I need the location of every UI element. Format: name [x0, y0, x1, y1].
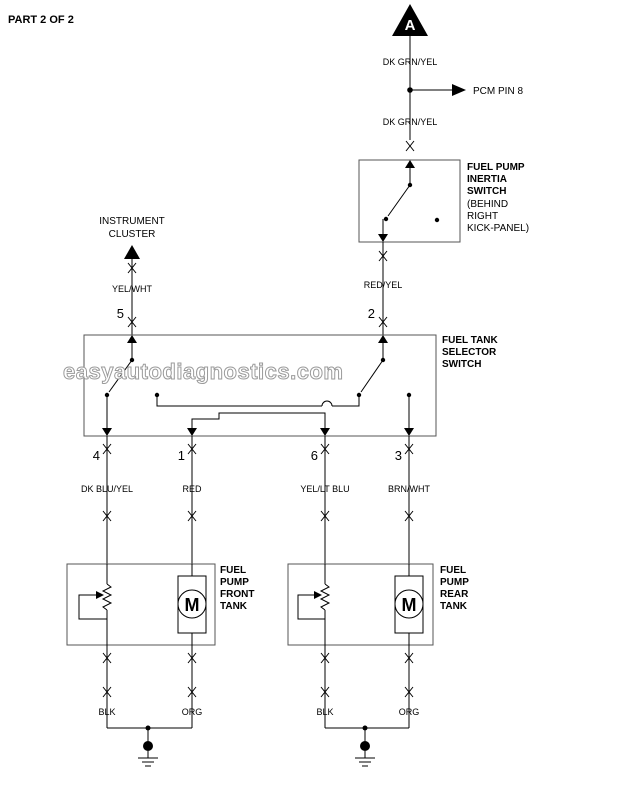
instrument-cluster-label: INSTRUMENT CLUSTER — [99, 216, 165, 240]
front-pump-box — [66, 563, 216, 646]
watermark: easyautodiagnostics.com — [63, 359, 343, 384]
pin-4: 4 — [93, 448, 100, 463]
rear-sender-potentiometer-icon — [297, 564, 331, 645]
svg-text:FUEL TANK: FUEL TANK — [442, 335, 499, 346]
rear-ground-wiring — [320, 645, 414, 767]
page-label: PART 2 OF 2 — [8, 14, 74, 26]
wire-label-dk-blu-yel: DK BLU/YEL — [81, 484, 133, 494]
wire-pin-6 — [320, 436, 330, 564]
pin-3: 3 — [395, 448, 402, 463]
wire-pin-4 — [102, 436, 112, 564]
svg-text:INERTIA: INERTIA — [467, 174, 507, 185]
svg-text:TANK: TANK — [220, 601, 248, 612]
instrument-cluster-arrow — [124, 245, 140, 259]
inertia-switch-arrow-bottom — [378, 234, 388, 242]
svg-text:SWITCH: SWITCH — [442, 359, 481, 370]
svg-text:CLUSTER: CLUSTER — [109, 229, 156, 240]
rear-pump-box — [287, 563, 434, 646]
pcm-arrow — [452, 84, 466, 96]
rear-pump-motor-icon: M — [394, 564, 424, 645]
svg-text:FUEL PUMP: FUEL PUMP — [467, 162, 525, 173]
rear-pump-label: FUEL PUMP REAR TANK — [440, 565, 469, 612]
wire-pin-1 — [187, 436, 197, 564]
svg-text:M: M — [402, 595, 417, 615]
wire-label-red: RED — [182, 484, 202, 494]
svg-text:FUEL: FUEL — [220, 565, 246, 576]
svg-text:KICK-PANEL): KICK-PANEL) — [467, 223, 529, 234]
wire-label-dk-grn-yel-top: DK GRN/YEL — [383, 57, 438, 67]
wire-label-org-front: ORG — [182, 707, 203, 717]
svg-text:REAR: REAR — [440, 589, 469, 600]
connector-a-label: A — [405, 17, 416, 34]
svg-text:INSTRUMENT: INSTRUMENT — [99, 216, 165, 227]
pin-5: 5 — [117, 306, 124, 321]
svg-text:SWITCH: SWITCH — [467, 186, 506, 197]
wire-label-red-yel: RED/YEL — [364, 280, 403, 290]
wire-label-blk-rear: BLK — [316, 707, 333, 717]
selector-switch-box — [83, 334, 437, 437]
inertia-switch-label: FUEL PUMP INERTIA SWITCH (BEHIND RIGHT K… — [467, 162, 529, 234]
front-pump-motor-icon: M — [177, 564, 207, 645]
front-sender-potentiometer-icon — [78, 564, 113, 645]
svg-text:FUEL: FUEL — [440, 565, 466, 576]
wire-label-yel-wht: YEL/WHT — [112, 284, 153, 294]
inertia-switch-box — [358, 159, 461, 243]
wire-label-blk-front: BLK — [98, 707, 115, 717]
svg-text:PUMP: PUMP — [220, 577, 249, 588]
front-ground-wiring — [102, 645, 197, 767]
pin-2: 2 — [368, 306, 375, 321]
front-pump-label: FUEL PUMP FRONT TANK — [220, 565, 254, 612]
svg-text:FRONT: FRONT — [220, 589, 254, 600]
wire-label-dk-grn-yel-bottom: DK GRN/YEL — [383, 117, 438, 127]
wire-label-yel-lt-blu: YEL/LT BLU — [300, 484, 349, 494]
svg-text:SELECTOR: SELECTOR — [442, 347, 497, 358]
wire-pin-3 — [404, 436, 414, 564]
svg-text:TANK: TANK — [440, 601, 468, 612]
svg-text:PUMP: PUMP — [440, 577, 469, 588]
svg-text:(BEHIND: (BEHIND — [467, 199, 508, 210]
wire-label-brn-wht: BRN/WHT — [388, 484, 430, 494]
pin-1: 1 — [178, 448, 185, 463]
svg-text:M: M — [185, 595, 200, 615]
pin-6: 6 — [311, 448, 318, 463]
pcm-label: PCM PIN 8 — [473, 86, 523, 97]
wire-label-org-rear: ORG — [399, 707, 420, 717]
svg-text:RIGHT: RIGHT — [467, 211, 498, 222]
inertia-switch-arrow-top — [405, 160, 415, 168]
connector-a-triangle — [392, 4, 428, 36]
selector-switch-label: FUEL TANK SELECTOR SWITCH — [442, 335, 499, 370]
